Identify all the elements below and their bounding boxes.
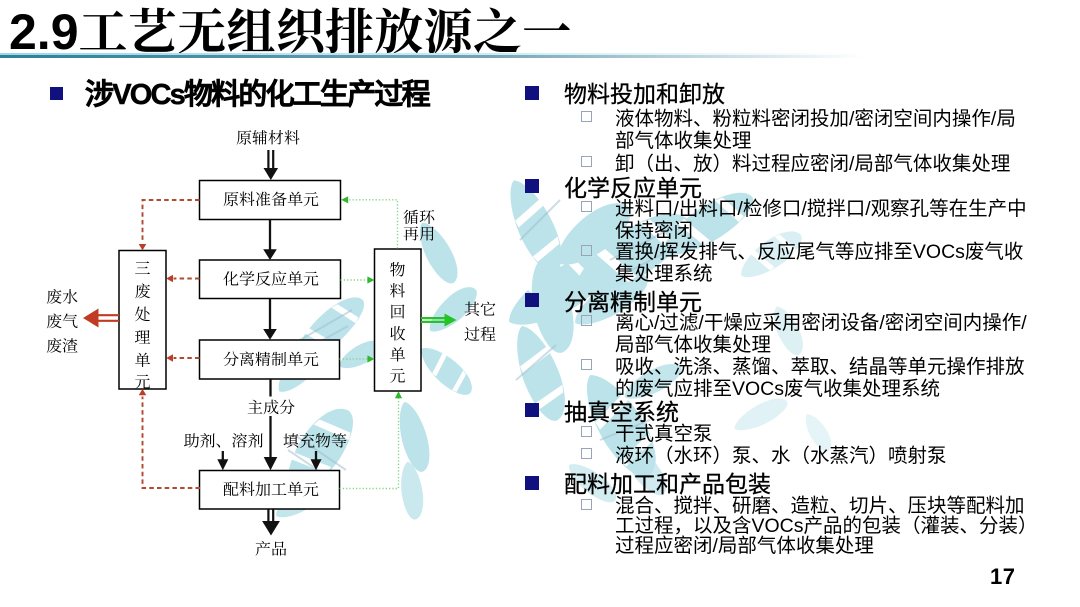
svg-text:收: 收 xyxy=(389,326,405,344)
svg-text:产品: 产品 xyxy=(255,541,287,559)
svg-text:废水: 废水 xyxy=(46,289,78,307)
svg-text:分离精制单元: 分离精制单元 xyxy=(223,351,319,369)
svg-text:料: 料 xyxy=(389,283,405,301)
svg-text:配料加工单元: 配料加工单元 xyxy=(223,481,319,499)
svg-text:主成分: 主成分 xyxy=(247,399,295,417)
svg-text:元: 元 xyxy=(389,369,405,386)
svg-text:回: 回 xyxy=(389,304,405,322)
svg-text:其它: 其它 xyxy=(464,301,496,319)
svg-text:循环: 循环 xyxy=(403,209,435,227)
svg-text:再用: 再用 xyxy=(403,226,435,244)
svg-text:三: 三 xyxy=(134,261,150,278)
svg-text:助剂、溶剂: 助剂、溶剂 xyxy=(183,433,263,451)
svg-text:过程: 过程 xyxy=(464,326,496,344)
svg-text:废渣: 废渣 xyxy=(46,338,78,356)
svg-text:理: 理 xyxy=(134,330,150,347)
svg-text:填充物等: 填充物等 xyxy=(283,433,347,451)
svg-text:处: 处 xyxy=(134,306,150,324)
svg-text:物: 物 xyxy=(389,262,405,280)
svg-text:元: 元 xyxy=(134,375,150,392)
svg-text:废: 废 xyxy=(134,283,150,301)
svg-text:化学反应单元: 化学反应单元 xyxy=(223,271,319,289)
svg-text:原料准备单元: 原料准备单元 xyxy=(223,191,319,209)
svg-text:单: 单 xyxy=(134,352,150,370)
svg-text:单: 单 xyxy=(389,347,405,365)
svg-text:原辅材料: 原辅材料 xyxy=(236,130,300,148)
svg-text:废气: 废气 xyxy=(46,313,78,331)
